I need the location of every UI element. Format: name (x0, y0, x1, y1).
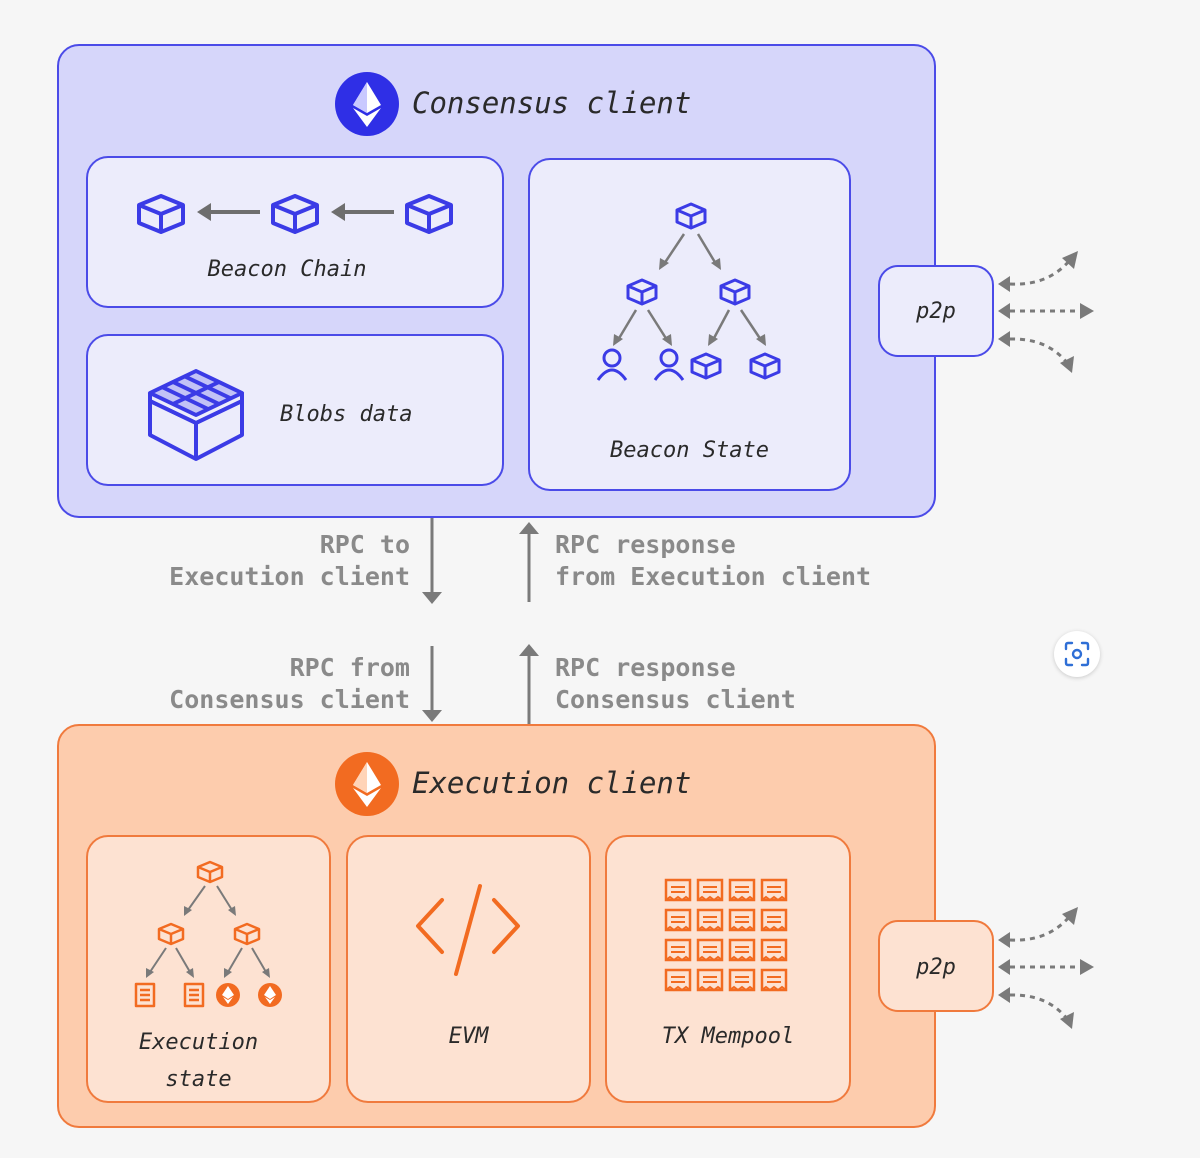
transaction-icon (728, 968, 756, 992)
tx-mempool-card (605, 835, 851, 1103)
document-icon (183, 982, 205, 1008)
code-icon (416, 884, 520, 976)
ethereum-logo-icon (335, 72, 399, 136)
transaction-icon (696, 908, 724, 932)
arrow-left-icon (197, 203, 394, 221)
transaction-icon (664, 938, 692, 962)
beacon-state-tree (596, 202, 781, 381)
block-icon (233, 922, 261, 946)
block-icon (405, 194, 453, 234)
beacon-state-label: Beacon State (610, 438, 769, 463)
consensus-p2p-arrows (998, 251, 1094, 373)
arrow-up-icon (519, 522, 539, 602)
block-icon (271, 194, 319, 234)
transaction-icon (664, 878, 692, 902)
block-icon (719, 278, 751, 306)
transaction-icon (664, 968, 692, 992)
eth-coin-icon (216, 983, 240, 1007)
user-icon (653, 348, 685, 381)
arrow-up-icon (519, 644, 539, 724)
execution-p2p-label: p2p (916, 955, 956, 980)
transaction-icon (760, 938, 788, 962)
block-icon (749, 352, 781, 380)
transaction-icon (696, 878, 724, 902)
document-icon (134, 982, 156, 1008)
blobs-data-label: Blobs data (280, 402, 413, 427)
evm-card (346, 835, 591, 1103)
arrow-down-icon (422, 518, 442, 604)
block-icon (196, 860, 224, 884)
transaction-icon (760, 878, 788, 902)
blobs-box-icon (148, 369, 244, 461)
transaction-icon (664, 908, 692, 932)
execution-p2p-node (878, 920, 994, 1012)
block-icon (157, 922, 185, 946)
ethereum-logo-icon (335, 752, 399, 816)
user-icon (596, 348, 628, 381)
transaction-icon (728, 878, 756, 902)
execution-client-title: Execution client (412, 766, 692, 800)
mempool-grid (664, 878, 788, 992)
beacon-chain-blocks (137, 194, 453, 234)
transaction-icon (760, 908, 788, 932)
consensus-p2p-label: p2p (916, 299, 956, 324)
block-icon (690, 352, 722, 380)
scan-icon (1064, 641, 1090, 667)
blobs-data-card (86, 334, 504, 486)
transaction-icon (728, 938, 756, 962)
beacon-state-card (528, 158, 851, 491)
transaction-icon (696, 968, 724, 992)
execution-state-card (86, 835, 331, 1103)
execution-p2p-arrows (998, 907, 1094, 1029)
block-icon (626, 278, 658, 306)
eth-coin-icon (258, 983, 282, 1007)
consensus-client-title: Consensus client (412, 86, 692, 120)
tx-mempool-label: TX Mempool (661, 1024, 795, 1049)
transaction-icon (728, 908, 756, 932)
block-icon (137, 194, 185, 234)
beacon-chain-label: Beacon Chain (207, 257, 367, 282)
evm-label: EVM (448, 1024, 489, 1049)
transaction-icon (760, 968, 788, 992)
transaction-icon (696, 938, 724, 962)
arrow-down-icon (422, 646, 442, 722)
consensus-p2p-node (878, 265, 994, 357)
execution-state-tree (134, 860, 282, 1008)
block-icon (675, 202, 707, 230)
visual-search-button[interactable] (1054, 631, 1100, 677)
